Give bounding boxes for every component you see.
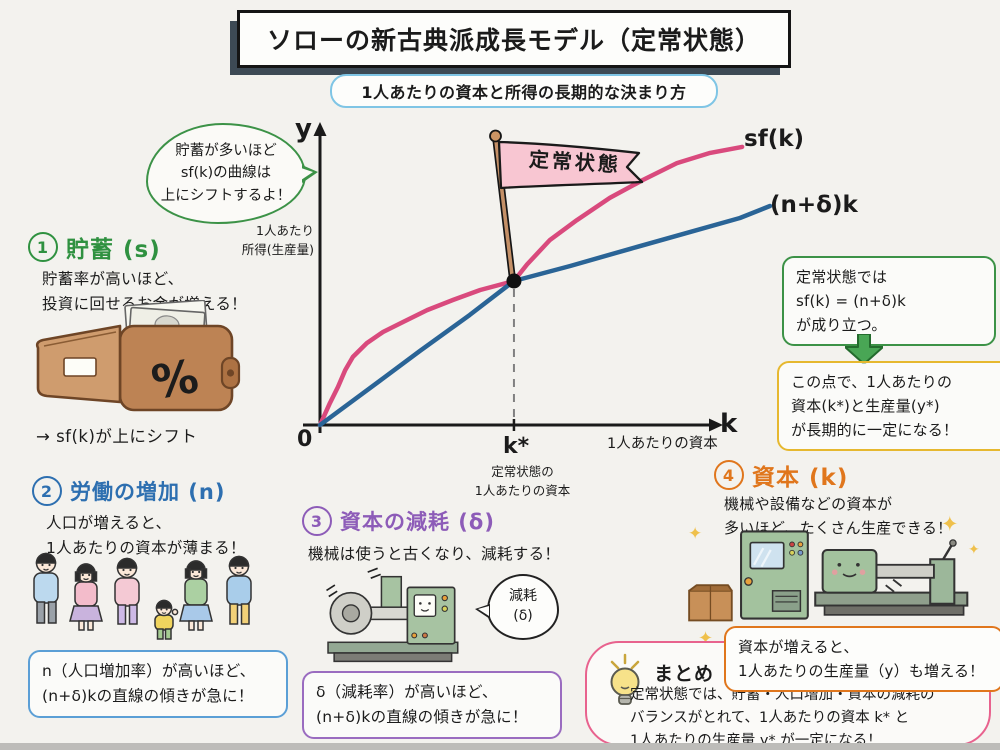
wallet-percent-symbol: % bbox=[148, 349, 203, 410]
section-savings-heading: 1 貯蓄 (s) bbox=[28, 230, 161, 264]
savings-note: → sf(k)が上にシフト bbox=[36, 427, 198, 446]
summary-heading: まとめ bbox=[654, 663, 715, 685]
section-capital-title: 資本 (k) bbox=[752, 465, 849, 491]
section-depreciation-title: 資本の減耗 (δ) bbox=[340, 510, 495, 534]
sparkle-icon: ✦ bbox=[941, 512, 959, 536]
page-title: ソローの新古典派成長モデル（定常状態） bbox=[237, 10, 791, 68]
steady-state-point bbox=[506, 273, 522, 289]
section-depreciation-heading: 3 資本の減耗 (δ) bbox=[302, 506, 495, 536]
flag-icon bbox=[489, 129, 644, 279]
depreciation-note-box: δ（減耗率）が高いほど、 (n+δ)kの直線の傾きが急に！ bbox=[302, 671, 562, 739]
sparkle-icon: ✦ bbox=[968, 542, 980, 558]
section-savings-title: 貯蓄 (s) bbox=[66, 237, 161, 263]
section-labor-title: 労働の増加 (n) bbox=[70, 480, 226, 504]
depreciation-description: 機械は使うと古くなり、減耗する！ bbox=[308, 545, 561, 563]
conclusion-box: この点で、1人あたりの 資本(k*)と生産量(y*) が長期的に一定になる！ bbox=[777, 361, 1000, 451]
old-machine-illustration bbox=[326, 567, 459, 663]
section-1-number: 1 bbox=[28, 232, 58, 262]
section-2-number: 2 bbox=[32, 476, 62, 506]
down-arrow-icon bbox=[845, 334, 883, 364]
capital-note-box: 資本が増えると、 1人あたりの生産量（y）も増える！ bbox=[724, 626, 1000, 692]
section-labor-heading: 2 労働の増加 (n) bbox=[32, 476, 225, 506]
new-machine-illustration bbox=[688, 530, 969, 622]
x-axis-arrow-icon bbox=[709, 418, 723, 432]
summary-body: 定常状態では、貯蓄・人口増加・資本の減耗の バランスがとれて、1人あたりの資本 … bbox=[630, 687, 935, 750]
kstar-caption: 定常状態の 1人あたりの資本 bbox=[474, 464, 571, 499]
ndk-line-label: (n+δ)k bbox=[770, 192, 858, 218]
lightbulb-icon bbox=[610, 653, 640, 705]
labor-description: 人口が増えると、 1人あたりの資本が薄まる！ bbox=[46, 514, 246, 557]
y-axis-sublabel: 1人あたり 所得(生産量) bbox=[241, 223, 314, 257]
x-axis-sublabel: 1人あたりの資本 bbox=[607, 436, 718, 452]
y-axis-arrow-icon bbox=[313, 122, 327, 136]
steady-state-equation-box: 定常状態では sf(k) = (n+δ)k が成り立つ。 bbox=[782, 256, 996, 346]
speech-bubble-tail bbox=[475, 604, 490, 619]
subtitle-text: 1人あたりの資本と所得の長期的な決まり方 bbox=[361, 83, 687, 102]
origin-label: 0 bbox=[297, 427, 313, 452]
section-capital-heading: 4 資本 (k) bbox=[714, 458, 848, 492]
depreciation-bubble-text: 減耗 (δ) bbox=[509, 588, 537, 624]
subtitle-bubble: 1人あたりの資本と所得の長期的な決まり方 bbox=[330, 74, 718, 108]
sparkle-icon: ✦ bbox=[688, 524, 703, 544]
wallet-illustration: % bbox=[35, 300, 241, 412]
kstar-label: k* bbox=[503, 434, 530, 459]
cardboard-box-icon bbox=[688, 584, 733, 622]
labor-note-box: n（人口増加率）が高いほど、 (n+δ)kの直線の傾きが急に！ bbox=[28, 650, 288, 718]
family-illustration bbox=[33, 552, 252, 640]
x-axis-label: k bbox=[720, 409, 738, 439]
depreciation-speech-bubble: 減耗 (δ) bbox=[475, 574, 559, 640]
sfk-curve-label: sf(k) bbox=[744, 126, 805, 152]
speech-bubble-tail bbox=[301, 165, 318, 183]
page-title-text: ソローの新古典派成長モデル（定常状態） bbox=[266, 26, 761, 55]
savings-tip-bubble: 貯蓄が多いほど sf(k)の曲線は 上にシフトするよ！ bbox=[146, 123, 318, 224]
solow-chart bbox=[303, 122, 773, 433]
section-4-number: 4 bbox=[714, 460, 744, 490]
photo-edge bbox=[0, 743, 1000, 750]
savings-tip-text: 貯蓄が多いほど sf(k)の曲線は 上にシフトするよ！ bbox=[160, 142, 292, 204]
y-axis-label: y bbox=[295, 114, 312, 144]
chart-curves bbox=[317, 144, 773, 428]
section-3-number: 3 bbox=[302, 506, 332, 536]
